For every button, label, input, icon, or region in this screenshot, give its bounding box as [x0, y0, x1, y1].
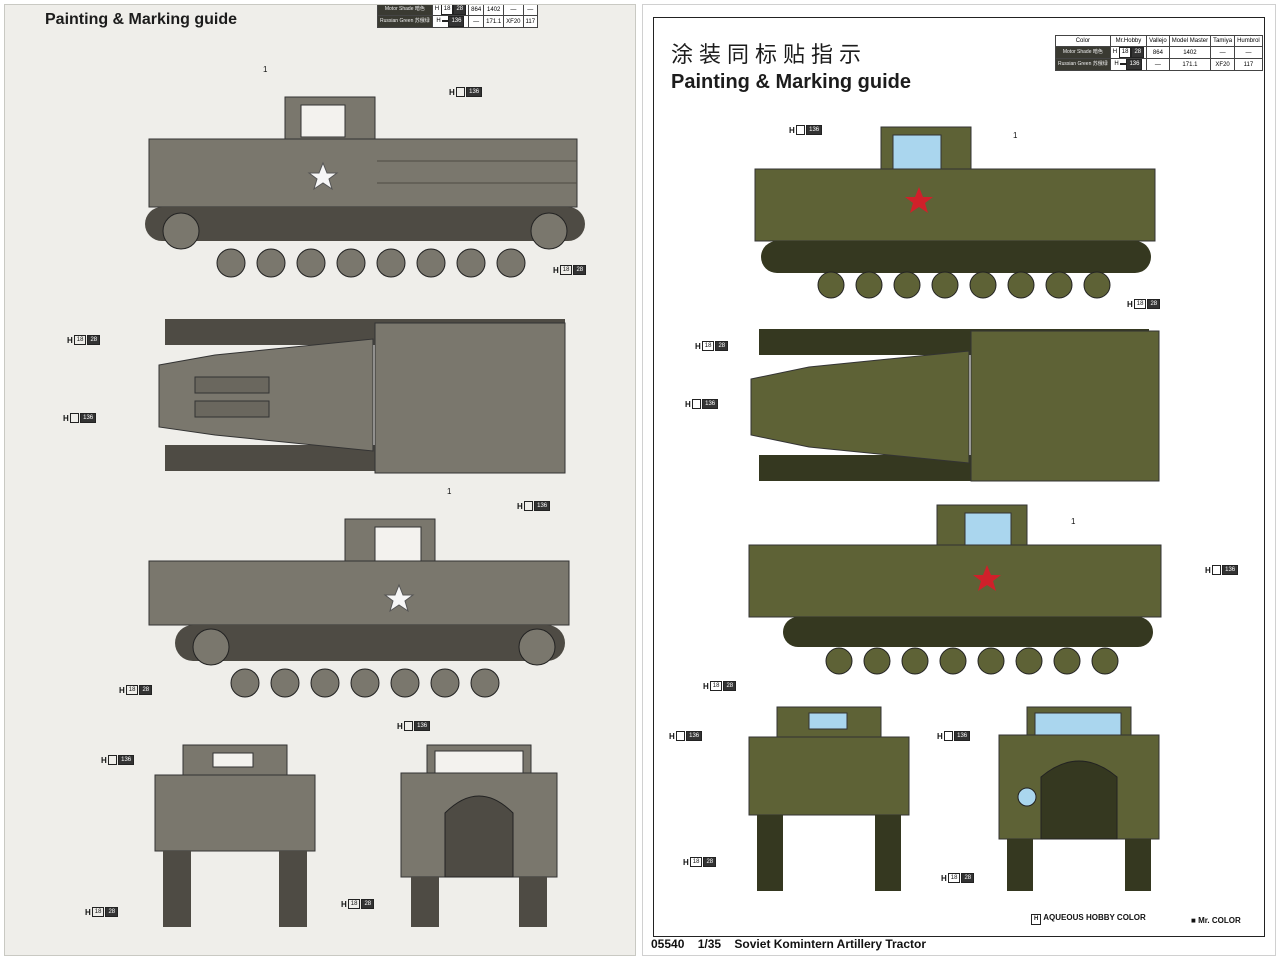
left-top-view — [158, 319, 566, 474]
color-table-header: Vallejo — [1146, 35, 1170, 47]
right-color-cell: — — [1210, 46, 1236, 59]
left-side-view-1 — [145, 96, 585, 278]
left-color-cell: XF20 — [503, 15, 524, 28]
color-table-header: Color — [1055, 35, 1111, 47]
right-color-callout: H 136 — [1205, 565, 1239, 575]
left-color-cell: 117 — [522, 15, 539, 28]
left-color-cell: 864 — [468, 5, 485, 16]
right-color-callout: H 136 — [669, 731, 703, 741]
left-rear-view — [154, 744, 316, 927]
left-color-cell: — — [468, 15, 485, 28]
color-table-header: Mr.Hobby — [1109, 35, 1148, 47]
right-color-cell: 864 — [1146, 46, 1170, 59]
right-color-name: Motor Shade 暗色 — [1055, 46, 1111, 59]
left-tractor-illustration — [145, 96, 585, 278]
right-color-callout: H 136 — [937, 731, 971, 741]
left-instruction-page: Painting & Marking guide Motor Shade 暗色 … — [4, 4, 636, 956]
product-name: Soviet Komintern Artillery Tractor — [734, 937, 927, 951]
left-page-title: Painting & Marking guide — [45, 11, 238, 28]
color-table-header: Humbrol — [1234, 35, 1263, 47]
left-color-callout: H 136 — [397, 721, 431, 731]
right-page-title: Painting & Marking guide — [671, 71, 912, 93]
page-frame — [653, 17, 1265, 937]
right-color-cell: XF20 — [1210, 58, 1236, 71]
right-color-cell: 117 — [1234, 58, 1263, 71]
right-color-cell: 171.1 — [1168, 58, 1212, 71]
right-color-code: H 136 — [1109, 58, 1148, 71]
right-side-view-2 — [748, 504, 1162, 675]
product-scale: 1/35 — [697, 937, 722, 951]
left-front-view — [400, 744, 558, 927]
left-color-callout: H 136 — [101, 755, 135, 765]
right-color-callout: H 136 — [789, 125, 823, 135]
right-color-callout: H 136 — [685, 399, 719, 409]
footer-product-line: 05540 1/35 Soviet Komintern Artillery Tr… — [651, 937, 926, 951]
right-side-view-1 — [754, 126, 1156, 299]
right-rear-view — [748, 706, 910, 891]
right-page-title-chinese: 涂装同标贴指示 — [671, 43, 868, 68]
left-color-code: H 136 — [431, 15, 470, 28]
left-color-callout: H 136 — [449, 87, 483, 97]
right-instruction-page: 涂装同标贴指示 Painting & Marking guide Color M… — [642, 4, 1276, 956]
left-color-callout: H 136 — [517, 501, 551, 511]
left-marking-number: 1 — [447, 487, 452, 496]
color-table-header: Model Master — [1168, 35, 1212, 47]
product-code: 05540 — [651, 937, 685, 951]
right-color-name: Russian Green 苏俄绿 — [1055, 58, 1111, 71]
right-marking-number: 1 — [1013, 131, 1018, 140]
legend-mr-color: ■ Mr. COLOR — [1191, 916, 1241, 925]
left-color-name: Motor Shade 暗色 — [377, 5, 433, 16]
left-color-cell: 1402 — [483, 5, 505, 16]
left-color-name: Russian Green 苏俄绿 — [377, 15, 433, 28]
left-color-callout: H 136 — [63, 413, 97, 423]
right-color-cell: — — [1146, 58, 1170, 71]
right-color-cell: — — [1234, 46, 1263, 59]
right-top-view — [750, 329, 1160, 482]
left-color-cell: — — [522, 5, 539, 16]
legend-aqueous: H AQUEOUS HOBBY COLOR — [1031, 913, 1146, 925]
color-table-header: Tamiya — [1210, 35, 1236, 47]
left-side-view-2 — [148, 518, 570, 698]
right-color-cell: 1402 — [1168, 46, 1212, 59]
left-color-cell: 171.1 — [483, 15, 505, 28]
left-color-cell: — — [503, 5, 524, 16]
right-marking-number: 1 — [1071, 517, 1076, 526]
right-front-view — [998, 706, 1160, 891]
right-color-table: Color Mr.Hobby Vallejo Model Master Tami… — [1055, 35, 1263, 71]
left-marking-number: 1 — [263, 65, 268, 74]
